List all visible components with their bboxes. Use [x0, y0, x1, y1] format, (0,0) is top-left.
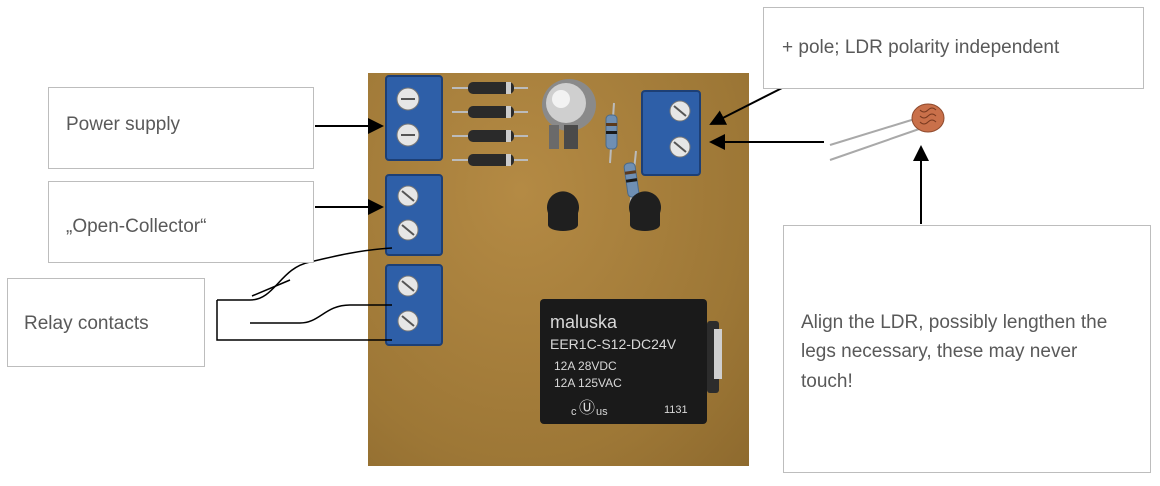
wire-relay-switch — [251, 279, 291, 297]
pole-note-text: + pole; LDR polarity independent — [782, 37, 1060, 58]
wire-relay-loop — [216, 300, 392, 341]
diodes — [452, 82, 528, 166]
label-ldr-note: Align the LDR, possibly lengthen the leg… — [783, 225, 1151, 473]
capacitor — [542, 79, 596, 149]
label-power-supply: Power supply — [48, 87, 314, 169]
relay: maluska EER1C-S12-DC24V 12A 28VDC 12A 12… — [540, 299, 722, 424]
circuit-board: maluska EER1C-S12-DC24V 12A 28VDC 12A 12… — [368, 73, 749, 466]
relay-code: 1131 — [664, 404, 688, 416]
relay-mark-us: us — [596, 406, 608, 418]
wire-relay-lower — [250, 304, 392, 324]
label-open-collector: „Open-Collector“ — [48, 181, 314, 263]
relay-model: EER1C-S12-DC24V — [550, 336, 677, 352]
ldr-note-text: Align the LDR, possibly lengthen the leg… — [801, 312, 1108, 392]
relay-rating-dc: 12A 28VDC — [554, 359, 617, 373]
relay-ul-logo: Ⓤ — [579, 399, 595, 417]
label-pole-note: + pole; LDR polarity independent — [763, 7, 1144, 89]
terminal-block-power — [385, 75, 443, 161]
relay-contacts-text: Relay contacts — [24, 313, 149, 334]
relay-rating-ac: 12A 125VAC — [554, 376, 622, 390]
terminal-block-relay — [385, 264, 443, 346]
ldr-sensor — [829, 103, 945, 161]
resistors — [605, 102, 640, 210]
relay-mark: c — [571, 406, 577, 418]
power-supply-text: Power supply — [66, 114, 181, 135]
open-collector-text: „Open-Collector“ — [66, 216, 207, 237]
label-relay-contacts: Relay contacts — [7, 278, 205, 367]
terminal-block-open-collector — [385, 174, 443, 256]
arrow-pole — [709, 85, 787, 125]
terminal-block-ldr — [641, 90, 701, 176]
board-components: maluska EER1C-S12-DC24V 12A 28VDC 12A 12… — [385, 75, 722, 424]
relay-brand: maluska — [550, 312, 618, 332]
transistors — [547, 191, 661, 231]
